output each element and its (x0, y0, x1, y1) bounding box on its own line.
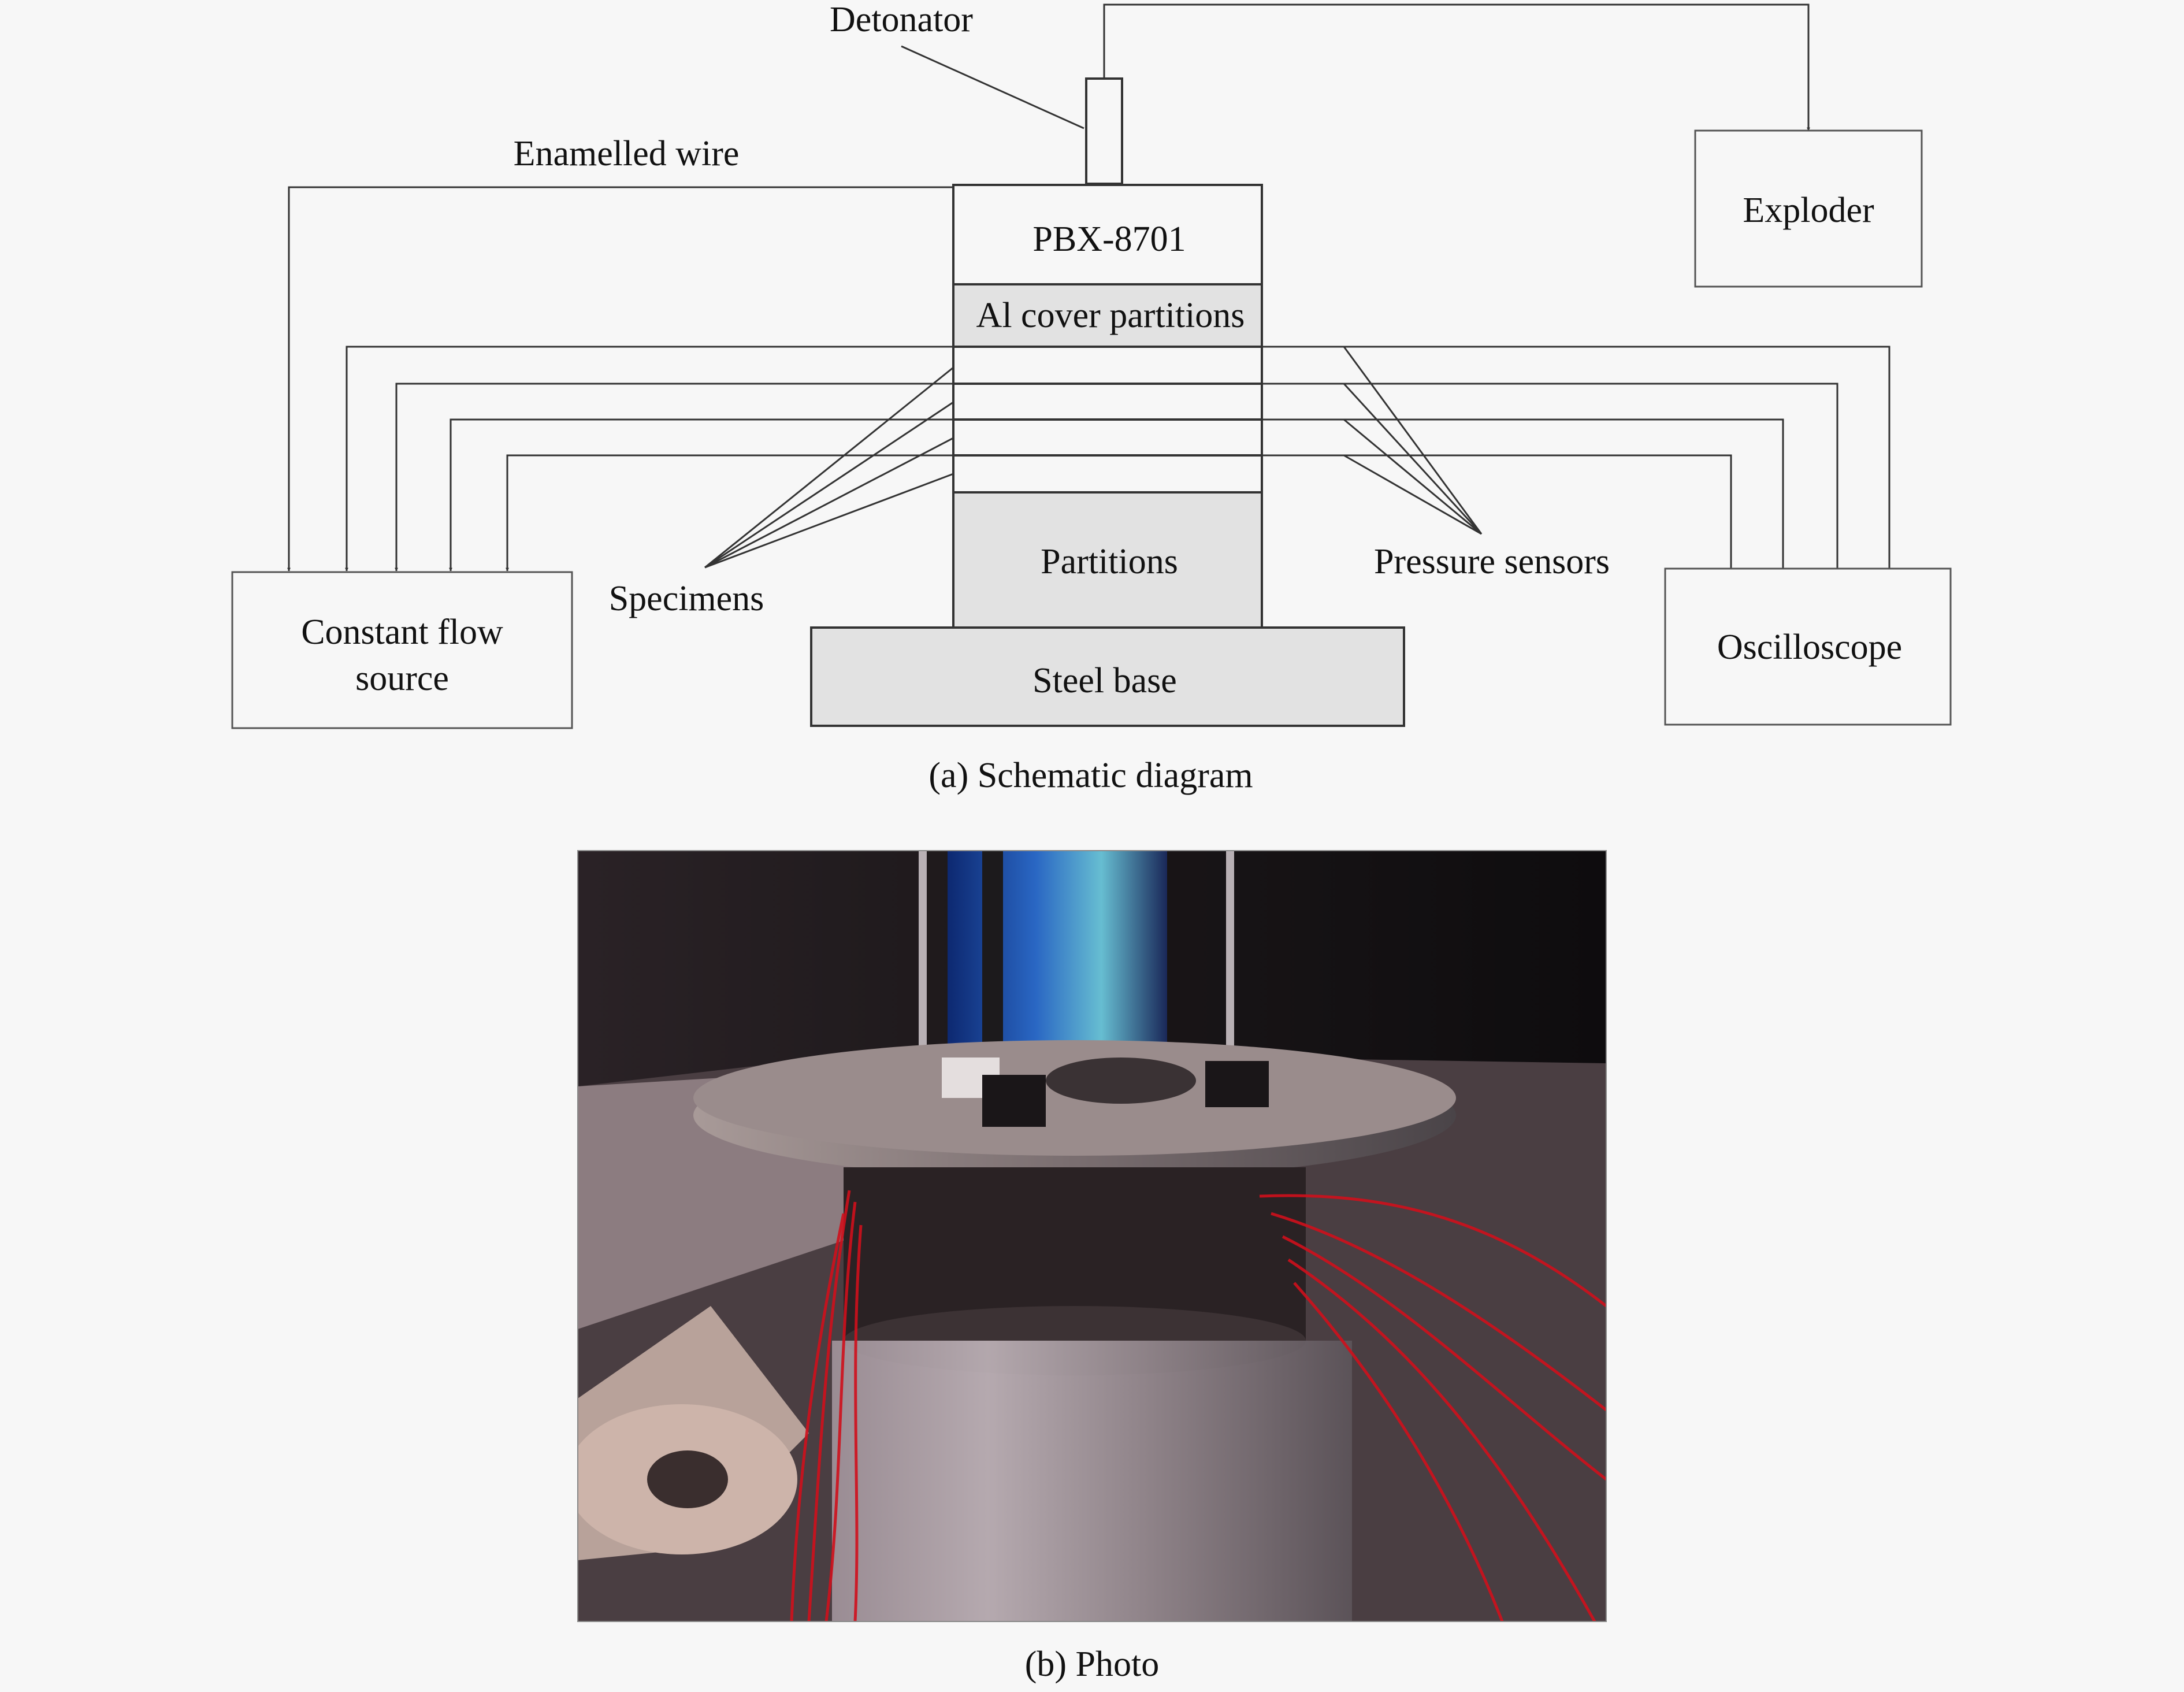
enamelled-wire-label: Enamelled wire (514, 134, 740, 173)
detonator-leader (901, 45, 1084, 129)
pressure-leader-2 (1343, 383, 1483, 535)
photo-fitting-3 (1205, 1061, 1269, 1107)
exploder-label: Exploder (1743, 191, 1874, 230)
steel-base-block (810, 626, 1405, 727)
schematic: Detonator Exploder Enamelled wire PBX-87… (231, 0, 1952, 795)
sensor-wire-left-3 (449, 418, 832, 572)
photo-left-ring-hole (647, 1450, 728, 1508)
caption-schematic: (a) Schematic diagram (928, 756, 1253, 795)
photo-container (832, 1341, 1352, 1622)
photo-frame (577, 850, 1607, 1622)
sensor-wire-left-2 (395, 383, 832, 572)
steel-base-label: Steel base (1032, 661, 1177, 700)
pbx-block (952, 184, 1263, 285)
photo-fitting-2 (982, 1075, 1046, 1127)
specimens-leader-4 (704, 473, 954, 569)
specimens-label: Specimens (609, 579, 764, 618)
sensor-wire-right-2 (1262, 383, 1839, 572)
pressure-leader-4 (1343, 454, 1482, 535)
pressure-leader-1 (1343, 346, 1483, 535)
photo-rod-3 (1226, 851, 1234, 1076)
specimens-leader-3 (704, 437, 954, 569)
al-cover-label: Al cover partitions (976, 296, 1245, 335)
sensor-wire-right-3 (1262, 418, 1785, 572)
sensor-wire-right-4 (1262, 454, 1733, 572)
oscilloscope-box (1664, 567, 1952, 726)
photo-rod-1 (919, 851, 927, 1076)
caption-photo: (b) Photo (1025, 1645, 1160, 1684)
constant-flow-box (231, 571, 573, 729)
specimens-leader-1 (704, 366, 954, 569)
photo-blue-glow (948, 851, 1167, 1070)
partitions-label: Partitions (1041, 542, 1178, 581)
pbx-label: PBX-8701 (1032, 220, 1186, 259)
photo-center-cap (1046, 1058, 1196, 1104)
sensor-wire-right-1 (1262, 346, 1891, 572)
photo-wires (790, 1190, 1606, 1622)
enamelled-wire (287, 186, 953, 572)
constant-flow-label-2: source (355, 659, 449, 698)
constant-flow-label-1: Constant flow (301, 613, 503, 652)
photo (578, 851, 1606, 1622)
specimens-leader-2 (704, 401, 954, 569)
exploder-box (1694, 129, 1923, 288)
pressure-leader-3 (1343, 418, 1482, 535)
pressure-sensors-label: Pressure sensors (1374, 542, 1610, 581)
detonator-label: Detonator (830, 0, 973, 39)
oscilloscope-label: Oscilloscope (1717, 628, 1902, 667)
sensor-wire-left-4 (506, 454, 832, 572)
sensor-wire-left-1 (345, 346, 832, 572)
detonator-cylinder (1085, 77, 1123, 185)
detonator-exploder-wire (1103, 3, 1810, 131)
